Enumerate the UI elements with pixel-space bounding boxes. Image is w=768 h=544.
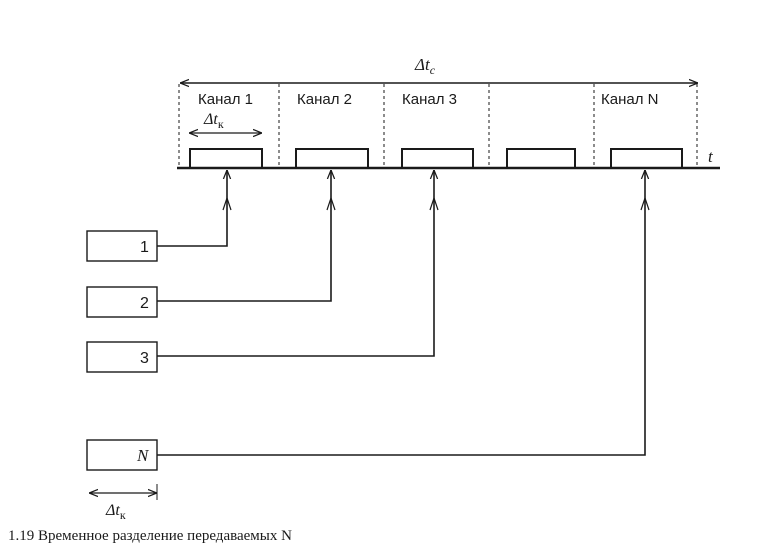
connection-line-1 bbox=[157, 170, 227, 247]
source-block-2 bbox=[86, 286, 158, 318]
arrowhead-3 bbox=[429, 196, 439, 211]
arrowhead-n bbox=[640, 196, 650, 211]
source-label-3: 3 bbox=[140, 350, 149, 367]
slot-duration-label: Δtк bbox=[203, 111, 224, 131]
channel-label-3: Канал 3 bbox=[402, 91, 457, 108]
channel-label-n: Канал N bbox=[601, 91, 658, 108]
channel-label-1: Канал 1 bbox=[198, 91, 253, 108]
arrowhead-2 bbox=[326, 196, 336, 211]
connection-line-2 bbox=[157, 170, 331, 302]
channel-pulse-4 bbox=[506, 148, 576, 168]
source-duration-label: Δtк bbox=[105, 502, 126, 522]
channel-pulse-3 bbox=[401, 148, 474, 168]
source-label-1: 1 bbox=[140, 239, 149, 256]
source-label-2: 2 bbox=[140, 295, 149, 312]
figure-caption: 1.19 Временное разделение передаваемых N bbox=[8, 528, 292, 544]
source-label-n: N bbox=[136, 446, 150, 465]
channel-pulse-1 bbox=[189, 148, 263, 168]
channel-label-2: Канал 2 bbox=[297, 91, 352, 108]
channel-pulse-2 bbox=[295, 148, 369, 168]
channel-pulse-n bbox=[610, 148, 683, 168]
source-block-3 bbox=[86, 341, 158, 373]
arrowhead-1 bbox=[222, 196, 232, 211]
time-axis-label: t bbox=[708, 147, 714, 166]
connection-line-3 bbox=[157, 170, 434, 357]
frame-duration-label: Δtc bbox=[414, 55, 436, 77]
connection-line-n bbox=[157, 170, 645, 456]
